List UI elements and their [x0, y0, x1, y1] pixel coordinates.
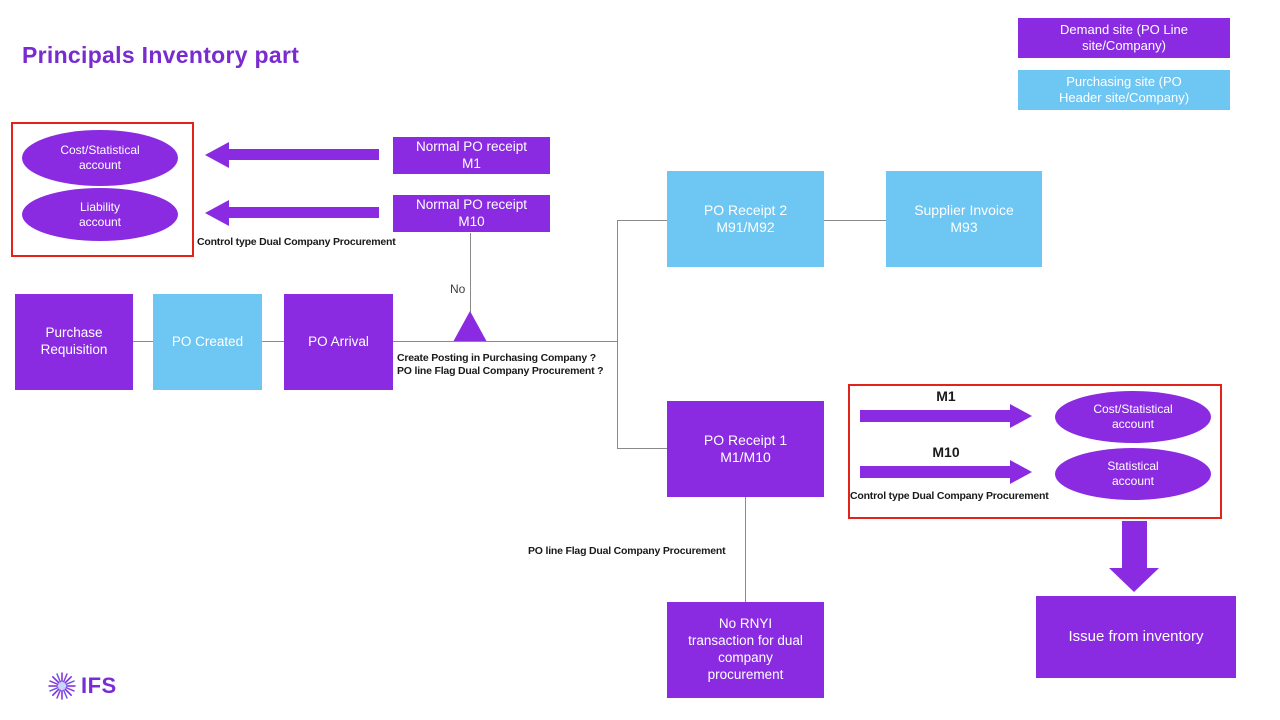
- supplier-invoice-box: Supplier Invoice M93: [886, 171, 1042, 267]
- po-line-flag-label: PO line Flag Dual Company Procurement: [528, 545, 726, 557]
- connector-branch-poreceipt2: [617, 220, 667, 221]
- m1-arrow-label: M1: [936, 388, 956, 404]
- cost-statistical-account-ellipse-left: Cost/Statistical account: [22, 130, 178, 186]
- connector-m10-decision: [470, 233, 471, 312]
- statistical-account-ellipse: Statistical account: [1055, 448, 1211, 500]
- page-title: Principals Inventory part: [22, 42, 300, 68]
- ifs-logo-text: IFS: [81, 673, 117, 698]
- po-receipt-2-box: PO Receipt 2 M91/M92: [667, 171, 824, 267]
- connector-branch-vertical: [617, 220, 618, 449]
- decision-question-2: PO line Flag Dual Company Procurement ?: [397, 365, 604, 377]
- connector-poreceipt2-invoice: [824, 220, 886, 221]
- normal-po-receipt-m10-box: Normal PO receipt M10: [393, 195, 550, 232]
- decision-no-label: No: [450, 282, 466, 296]
- po-arrival-box: PO Arrival: [284, 294, 393, 390]
- control-type-caption-right: Control type Dual Company Procurement: [850, 490, 1049, 502]
- posting-group-right-frame: [848, 384, 1222, 519]
- issue-from-inventory-box: Issue from inventory: [1036, 596, 1236, 678]
- posting-group-left-frame: [11, 122, 194, 257]
- connector-pr-pocreated: [133, 341, 153, 342]
- po-receipt-1-box: PO Receipt 1 M1/M10: [667, 401, 824, 497]
- po-created-box: PO Created: [153, 294, 262, 390]
- no-rnyi-box: No RNYI transaction for dual company pro…: [667, 602, 824, 698]
- purchase-requisition-box: Purchase Requisition: [15, 294, 133, 390]
- ifs-starburst-icon: [48, 672, 76, 700]
- legend-purchasing-site: Purchasing site (PO Header site/Company): [1018, 70, 1230, 110]
- connector-poreceipt1-rnyi: [745, 497, 746, 602]
- connector-pocreated-poarrival: [262, 341, 284, 342]
- decision-question-1: Create Posting in Purchasing Company ?: [397, 352, 596, 364]
- connector-branch-poreceipt1: [617, 448, 667, 449]
- m10-arrow-label: M10: [932, 444, 960, 460]
- ifs-logo: IFS: [47, 671, 117, 701]
- liability-account-ellipse: Liability account: [22, 188, 178, 241]
- normal-po-receipt-m1-box: Normal PO receipt M1: [393, 137, 550, 174]
- decision-triangle-icon: [453, 311, 487, 342]
- control-type-caption-left: Control type Dual Company Procurement: [197, 236, 396, 248]
- cost-statistical-account-ellipse-right: Cost/Statistical account: [1055, 391, 1211, 443]
- connector-poarrival-branch: [393, 341, 617, 342]
- legend-demand-site: Demand site (PO Line site/Company): [1018, 18, 1230, 58]
